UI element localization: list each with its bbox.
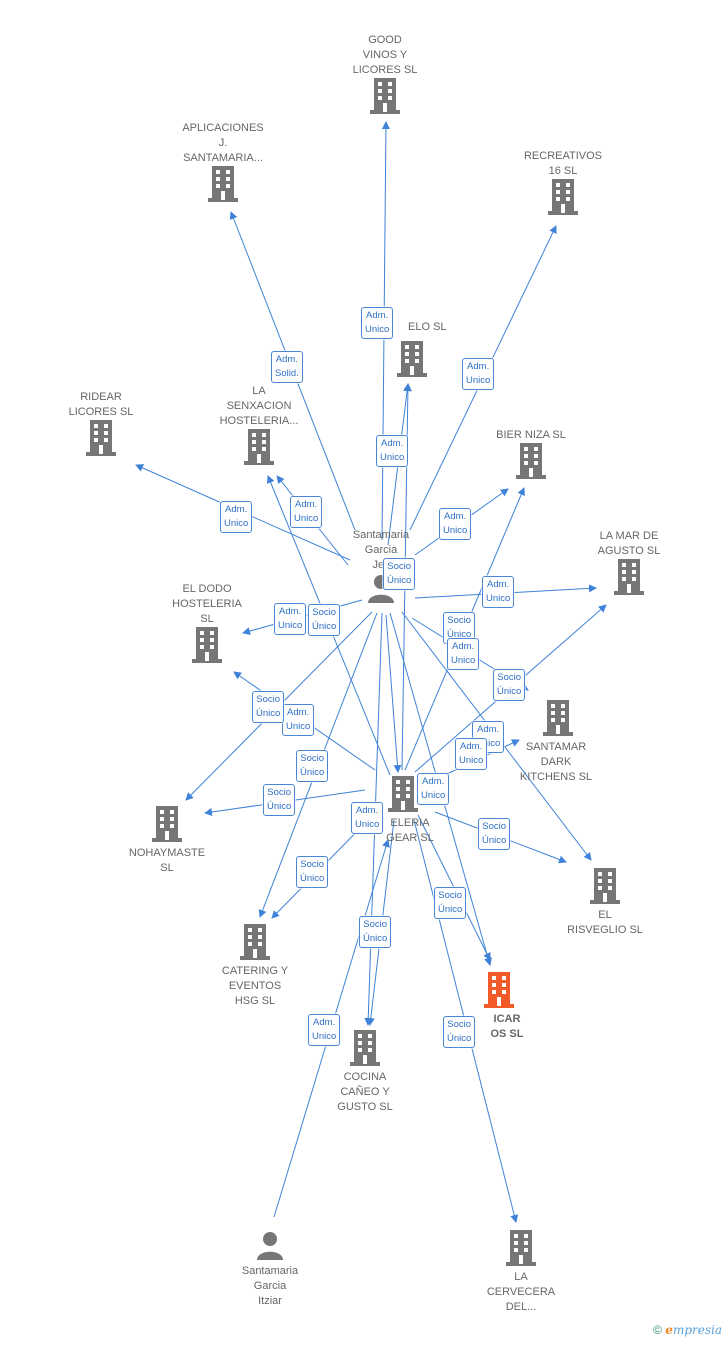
- building-icon: [86, 420, 116, 456]
- person-icon: [257, 1232, 283, 1260]
- edge-jesus-gear: [385, 614, 402, 773]
- role-badge[interactable]: Socio Único: [359, 916, 392, 948]
- building-icon-focus: [484, 972, 514, 1008]
- role-badge[interactable]: Adm. Unico: [351, 802, 384, 834]
- node-label: Santamaria Garcia Itziar: [241, 1265, 299, 1307]
- building-icon: [543, 700, 573, 736]
- role-badge[interactable]: Adm. Unico: [439, 508, 472, 540]
- node-ridear[interactable]: RIDEAR LICORES SL: [46, 390, 156, 456]
- node-label: EL RISVEGLIO SL: [567, 909, 643, 936]
- role-badge[interactable]: Adm. Unico: [376, 435, 409, 467]
- role-badge[interactable]: Socio Único: [493, 669, 526, 701]
- building-icon: [590, 868, 620, 904]
- node-label: ICAR OS SL: [490, 1013, 524, 1040]
- building-icon: [397, 341, 427, 377]
- node-santamaria-itziar[interactable]: Santamaria Garcia Itziar: [222, 1230, 318, 1309]
- role-badge[interactable]: Socio Único: [383, 558, 416, 590]
- empresia-logo[interactable]: © empresia: [653, 1323, 722, 1337]
- role-badge[interactable]: Adm. Unico: [482, 576, 515, 608]
- node-label: RIDEAR LICORES SL: [68, 391, 134, 418]
- node-senxacion[interactable]: LA SENXACION HOSTELERIA...: [204, 384, 314, 465]
- node-nohaymaste[interactable]: NOHAYMASTE SL: [112, 806, 222, 876]
- building-icon: [152, 806, 182, 842]
- node-label: ELO SL: [408, 321, 447, 333]
- building-icon: [208, 166, 238, 202]
- role-badge[interactable]: Adm. Unico: [290, 496, 323, 528]
- building-icon: [370, 78, 400, 114]
- node-label: SANTAMAR DARK KITCHENS SL: [519, 741, 593, 783]
- building-icon: [192, 627, 222, 663]
- node-label: LA SENXACION HOSTELERIA...: [219, 385, 299, 427]
- node-elo[interactable]: ELO SL: [396, 320, 466, 335]
- node-good-vinos[interactable]: GOOD VINOS Y LICORES SL: [330, 33, 440, 114]
- copyright-symbol: ©: [653, 1323, 662, 1337]
- building-icon: [506, 1230, 536, 1266]
- building-icon: [548, 179, 578, 215]
- node-label: LA CERVECERA DEL...: [486, 1271, 556, 1313]
- building-icon: [244, 429, 274, 465]
- node-label: LA MAR DE AGUSTO SL: [597, 530, 661, 557]
- role-badge[interactable]: Socio Único: [434, 887, 467, 919]
- node-la-mar[interactable]: LA MAR DE AGUSTO SL: [574, 529, 684, 595]
- role-badge[interactable]: Adm. Unico: [361, 307, 394, 339]
- role-badge[interactable]: Adm. Unico: [220, 501, 253, 533]
- node-label: GOOD VINOS Y LICORES SL: [352, 34, 418, 76]
- node-label: ELERIA GEAR SL: [386, 817, 434, 844]
- node-hosteleria-gear[interactable]: ELERIA GEAR SL: [370, 816, 450, 846]
- node-el-dodo[interactable]: EL DODO HOSTELERIA SL: [152, 582, 262, 663]
- building-icon: [350, 1030, 380, 1066]
- role-badge[interactable]: Socio Único: [296, 750, 329, 782]
- building-icon: [614, 559, 644, 595]
- node-bicar[interactable]: ICAR OS SL: [472, 1012, 542, 1042]
- node-label: COCINA CAÑEO Y GUSTO SL: [337, 1071, 393, 1113]
- node-el-risveglio[interactable]: EL RISVEGLIO SL: [550, 868, 660, 938]
- role-badge[interactable]: Socio Único: [443, 1016, 476, 1048]
- role-badge[interactable]: Socio Único: [478, 818, 511, 850]
- node-bier-niza[interactable]: BIER NIZA SL: [476, 428, 586, 479]
- role-badge[interactable]: Adm. Unico: [417, 773, 450, 805]
- role-badge[interactable]: Socio Único: [263, 784, 296, 816]
- node-label: EL DODO HOSTELERIA SL: [172, 583, 242, 625]
- role-badge[interactable]: Socio Único: [296, 856, 329, 888]
- node-catering[interactable]: CATERING Y EVENTOS HSG SL: [200, 924, 310, 1009]
- node-la-cervecera[interactable]: LA CERVECERA DEL...: [466, 1230, 576, 1315]
- node-label: BIER NIZA SL: [496, 429, 566, 441]
- role-badge[interactable]: Adm. Solid.: [271, 351, 303, 383]
- node-label: CATERING Y EVENTOS HSG SL: [221, 965, 289, 1007]
- role-badge[interactable]: Socio Único: [252, 691, 285, 723]
- brand-name: empresia: [665, 1323, 722, 1337]
- role-badge[interactable]: Adm. Unico: [308, 1014, 341, 1046]
- building-icon: [516, 443, 546, 479]
- role-badge[interactable]: Adm. Unico: [455, 738, 488, 770]
- node-recreativos[interactable]: RECREATIVOS 16 SL: [508, 149, 618, 215]
- node-label: NOHAYMASTE SL: [128, 847, 206, 874]
- node-label: APLICACIONES J. SANTAMARIA...: [182, 122, 264, 164]
- node-santamar-dark[interactable]: SANTAMAR DARK KITCHENS SL: [500, 740, 612, 785]
- node-aplicaciones[interactable]: APLICACIONES J. SANTAMARIA...: [168, 121, 278, 202]
- role-badge[interactable]: Adm. Unico: [447, 638, 480, 670]
- role-badge[interactable]: Socio Único: [308, 604, 341, 636]
- role-badge[interactable]: Adm. Unico: [282, 704, 315, 736]
- role-badge[interactable]: Adm. Unico: [462, 358, 495, 390]
- building-icon: [240, 924, 270, 960]
- role-badge[interactable]: Adm. Unico: [274, 603, 307, 635]
- building-icon: [388, 776, 418, 812]
- node-cocina[interactable]: COCINA CAÑEO Y GUSTO SL: [310, 1030, 420, 1115]
- node-label: RECREATIVOS 16 SL: [523, 150, 603, 177]
